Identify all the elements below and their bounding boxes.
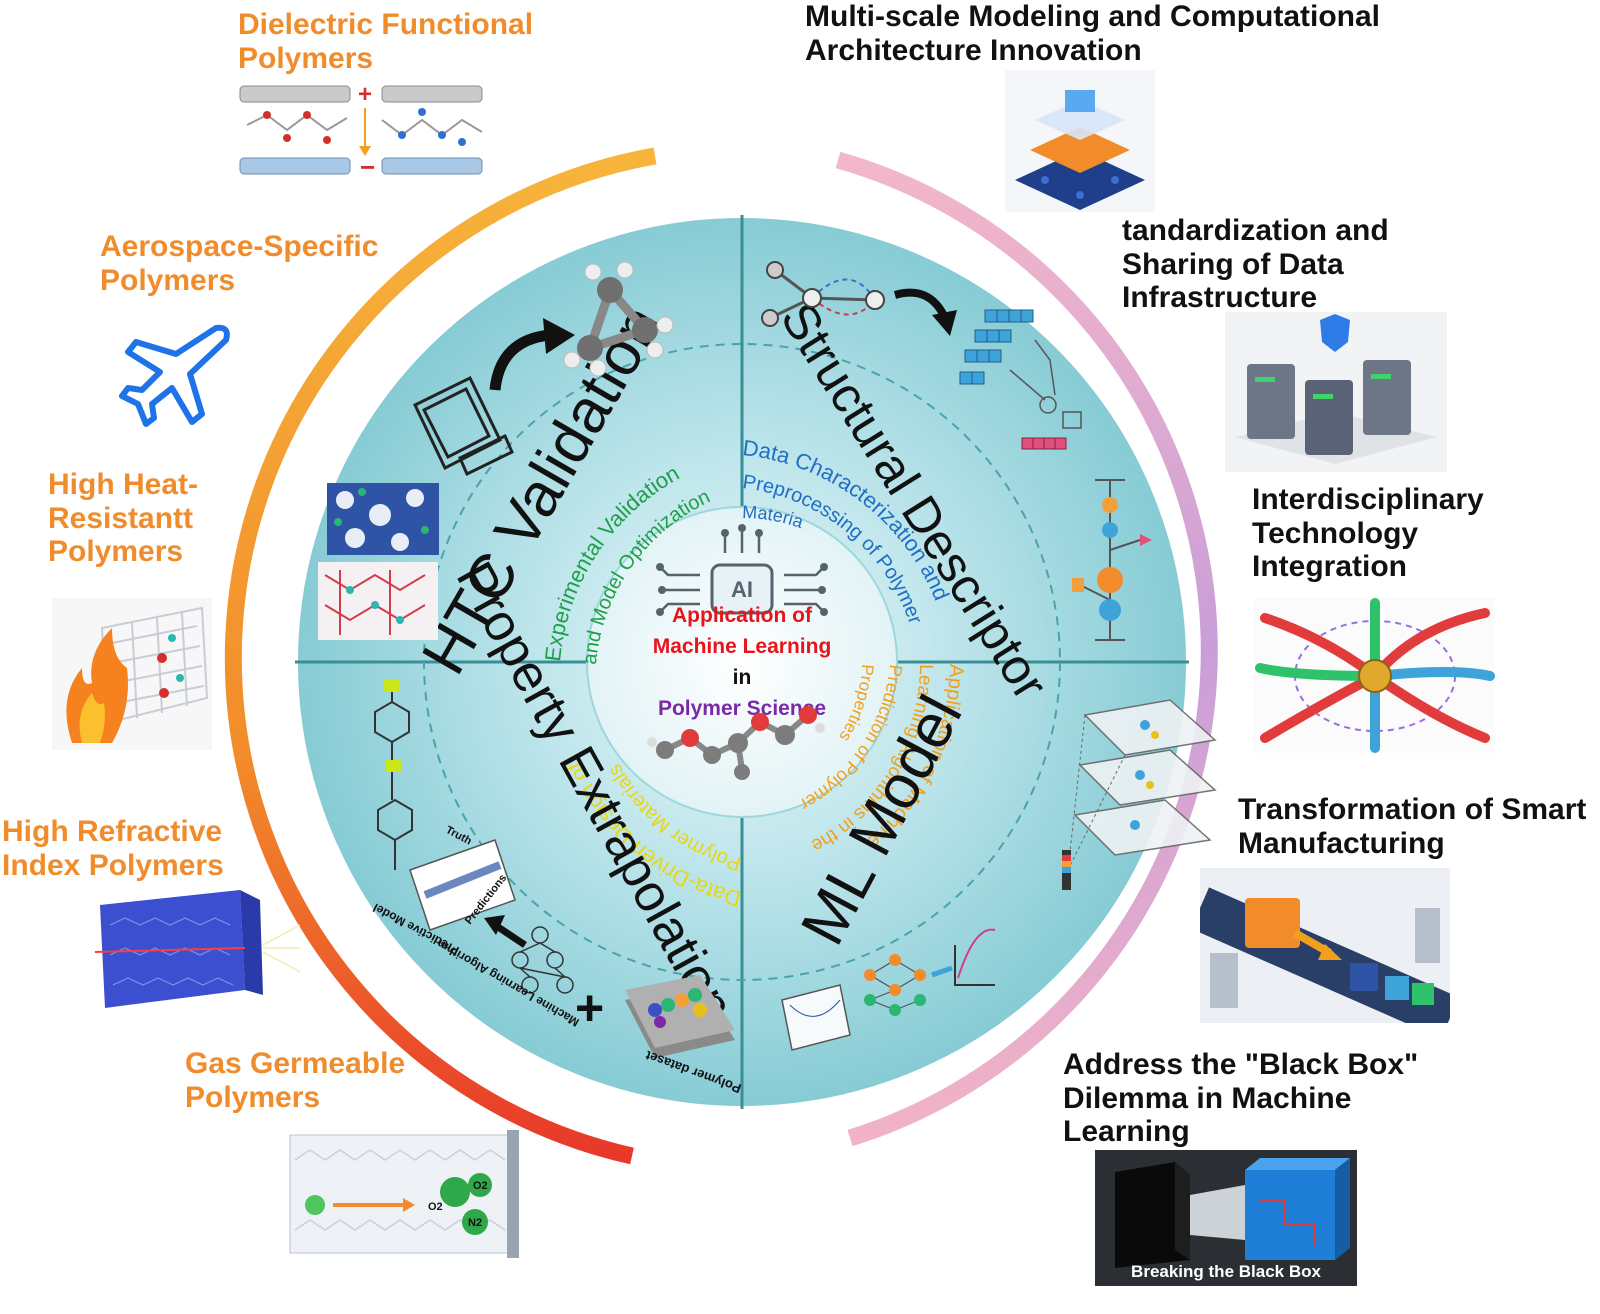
label-interdisciplinary: Interdisciplinary Technology Integration [1252, 483, 1552, 584]
dielectric-image: + − [232, 80, 494, 180]
label-heat-resistant: High Heat-Resistantt Polymers [48, 468, 278, 569]
multiscale-modeling-image [1005, 70, 1155, 212]
crystal-structure-image [318, 483, 439, 640]
center-title-line1: Application of [672, 604, 813, 627]
label-standardization-text: tandardization and Sharing of Data Infra… [1122, 214, 1389, 315]
label-refractive-text: High Refractive Index Polymers [2, 815, 224, 882]
neural-network-icon [781, 928, 996, 1051]
cyclopropane-icon [563, 261, 674, 377]
svg-text:+: + [358, 81, 372, 108]
right-arc [835, 151, 1218, 1147]
dataset-stack-icon [625, 975, 735, 1058]
gas-o2-label-b: O2 [473, 1180, 488, 1192]
smart-manufacturing-image [1200, 868, 1450, 1023]
center-title-line2: Machine Learning [653, 635, 832, 658]
center-title-line3: in [733, 666, 752, 689]
graph-network-icon [761, 261, 885, 327]
label-multiscale-text: Multi-scale Modeling and Computational A… [805, 0, 1381, 67]
center-title-line4: Polymer Science [658, 697, 826, 720]
interdisciplinary-image [1255, 598, 1495, 753]
molecule-icon [647, 706, 825, 780]
left-arc [224, 147, 657, 1165]
label-interdisciplinary-text: Interdisciplinary Technology Integration [1252, 483, 1484, 584]
label-refractive: High Refractive Index Polymers [2, 815, 262, 882]
label-black-box: Address the "Black Box" Dilemma in Machi… [1063, 1048, 1483, 1149]
predictive-model-plot [409, 839, 516, 931]
label-standardization: tandardization and Sharing of Data Infra… [1122, 214, 1442, 315]
label-aerospace-text: Aerospace-Specific Polymers [100, 230, 379, 297]
plus-sign: + [575, 980, 604, 1036]
curved-arrow-icon [489, 329, 551, 391]
label-dielectric: Dielectric Functional Polymers [238, 8, 598, 75]
svg-text:−: − [360, 152, 375, 180]
black-box-image: Breaking the Black Box [1095, 1150, 1357, 1286]
label-aerospace: Aerospace-Specific Polymers [100, 230, 430, 297]
stacked-planes-icon [1062, 699, 1217, 890]
data-infrastructure-image [1225, 312, 1447, 472]
heat-resistant-image [52, 598, 212, 750]
gas-o2-label-a: O2 [428, 1201, 443, 1213]
airplane-icon [118, 318, 238, 430]
curved-arrow-icon-2 [893, 288, 949, 320]
descriptor-matrix-icon [959, 309, 1082, 450]
label-gas-permeable: Gas Germeable Polymers [185, 1047, 465, 1114]
neural-net-small-icon [511, 926, 574, 994]
label-heat-resistant-text: High Heat-Resistantt Polymers [48, 468, 198, 569]
arrow-icon [493, 922, 527, 948]
ai-chip-label: AI [731, 577, 753, 602]
ai-chip-icon: AI [656, 524, 828, 616]
label-dielectric-text: Dielectric Functional Polymers [238, 8, 534, 75]
label-multiscale: Multi-scale Modeling and Computational A… [805, 0, 1465, 67]
gas-permeable-image: O2 O2 N2 [285, 1130, 525, 1258]
label-smart-manufacturing: Transformation of Smart Manufacturing [1238, 793, 1598, 860]
label-smart-manufacturing-text: Transformation of Smart Manufacturing [1238, 793, 1587, 860]
gas-n2-label: N2 [468, 1217, 482, 1229]
computer-icon [413, 375, 514, 477]
label-gas-permeable-text: Gas Germeable Polymers [185, 1047, 406, 1114]
black-box-caption: Breaking the Black Box [1131, 1262, 1321, 1281]
dashed-ring-outer [423, 343, 1061, 981]
label-black-box-text: Address the "Black Box" Dilemma in Machi… [1063, 1048, 1419, 1149]
center-disc [586, 506, 898, 818]
refractive-index-image [95, 880, 300, 1015]
polymer-chain-icon [1072, 479, 1152, 641]
